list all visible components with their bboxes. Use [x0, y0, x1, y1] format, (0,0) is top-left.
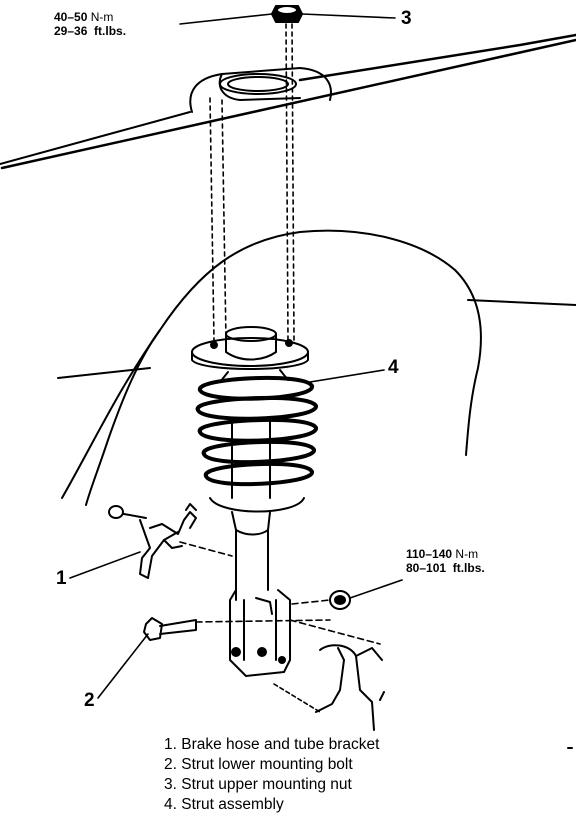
callout-1: 1 [56, 568, 67, 589]
strut-bracket [229, 589, 291, 677]
legend-item: 1. Brake hose and tube bracket [164, 736, 380, 753]
torque-upper-imperial-value: 29–36 [54, 24, 88, 38]
parts-legend: 1. Brake hose and tube bracket 2. Strut … [164, 735, 379, 815]
upper-mount [191, 326, 309, 370]
wheel-arch [57, 229, 576, 506]
torque-lower-metric-unit: N-m [455, 547, 479, 561]
torque-upper-imperial-unit: ft.lbs. [94, 24, 127, 38]
torque-upper-metric-value: 40–50 [54, 10, 88, 24]
lower-mounting-bolt [143, 617, 197, 641]
steering-knuckle [273, 644, 385, 731]
brake-hose-bracket [108, 503, 197, 579]
body-panel [0, 33, 576, 170]
legend-item: 4. Strut assembly [164, 796, 284, 813]
callout-3: 3 [401, 8, 412, 29]
torque-lower-metric-value: 110–140 [406, 547, 453, 561]
callout-4: 4 [388, 357, 399, 378]
legend-item: 2. Strut lower mounting bolt [164, 756, 353, 773]
strut-tube [209, 419, 305, 601]
torque-lower-imperial-unit: ft.lbs. [452, 561, 485, 575]
upper-nut [179, 5, 396, 25]
torque-upper-metric-unit: N-m [90, 10, 114, 24]
coil-spring [195, 369, 318, 487]
torque-spec-lower: 110–140 N-m 80–101 ft.lbs. [406, 547, 485, 575]
alignment-lines [209, 23, 295, 341]
torque-lower-imperial-value: 80–101 [406, 561, 447, 575]
lower-nut [329, 590, 351, 610]
bolt-path [179, 541, 381, 645]
torque-spec-upper: 40–50 N-m 29–36 ft.lbs. [54, 10, 126, 38]
callout-2: 2 [84, 690, 95, 711]
callout-leaders [69, 369, 403, 699]
legend-item: 3. Strut upper mounting nut [164, 776, 352, 793]
